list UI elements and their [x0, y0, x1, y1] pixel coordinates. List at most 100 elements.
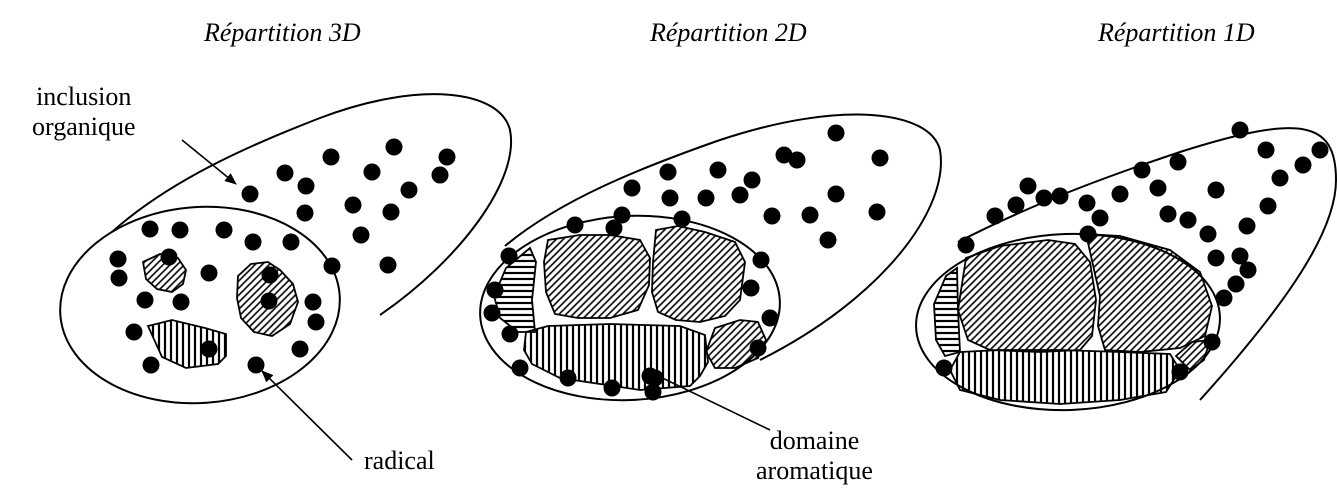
radical-dot [1092, 210, 1109, 227]
radical-dot [364, 164, 381, 181]
radical-dot [789, 152, 806, 169]
radical-dot [1239, 218, 1256, 235]
radical-dot [744, 172, 761, 189]
radical-dot [173, 294, 190, 311]
radical-dot [277, 165, 294, 182]
radical-dot [216, 222, 233, 239]
radical-dot [987, 208, 1004, 225]
radical-dot [1216, 290, 1233, 307]
radical-dot [1008, 197, 1025, 214]
radical-dot [292, 341, 309, 358]
radical-dot [502, 326, 519, 343]
radical-dot [1134, 162, 1151, 179]
radical-dot [1272, 170, 1289, 187]
panel-3d [54, 94, 512, 460]
radical-dot [305, 294, 322, 311]
radical-dot [262, 267, 279, 284]
radical-dot [201, 265, 218, 282]
radical-dot [1080, 226, 1097, 243]
radical-dot [245, 234, 262, 251]
radical-dot [512, 360, 529, 377]
radical-dot [604, 380, 621, 397]
radical-dot [743, 280, 760, 297]
radical-dot [1232, 122, 1249, 139]
radical-dot [1204, 334, 1221, 351]
radical-dot [958, 237, 975, 254]
radical-dot [487, 282, 504, 299]
radical-dot [1052, 188, 1069, 205]
radical-dot [753, 252, 770, 269]
radical-dot [439, 149, 456, 166]
radical-dot [732, 187, 749, 204]
aromatic-domain-2d-a [544, 235, 650, 318]
radical-dot [660, 164, 677, 181]
radical-dot [432, 167, 449, 184]
radical-dot [261, 293, 278, 310]
radical-dot [1200, 226, 1217, 243]
radical-dot [560, 370, 577, 387]
radical-dot [1260, 198, 1277, 215]
radical-dot [1180, 212, 1197, 229]
aromatic-domain-1d-a [958, 240, 1096, 352]
radical-dot [662, 190, 679, 207]
radical-dot [111, 270, 128, 287]
radical-dot [674, 211, 691, 228]
radical-dot [614, 207, 631, 224]
radical-dot [501, 248, 518, 265]
panel-2d [475, 115, 941, 430]
radical-dot [353, 227, 370, 244]
radical-dot [324, 258, 341, 275]
radical-dot [872, 150, 889, 167]
radical-dot [1208, 250, 1225, 267]
radical-dot [642, 368, 659, 385]
radical-dot [820, 232, 837, 249]
radical-dot [764, 208, 781, 225]
radical-dot [297, 205, 314, 222]
radical-dot [624, 180, 641, 197]
radical-dot [386, 139, 403, 156]
radical-dot [142, 221, 159, 238]
radical-dot [1258, 142, 1275, 159]
radical-dot [1240, 262, 1257, 279]
radical-dot [750, 340, 767, 357]
radical-dot [137, 292, 154, 309]
inner-ellipse-3d [54, 197, 347, 412]
radical-dot [762, 310, 779, 327]
radical-dot [1079, 195, 1096, 212]
radical-dot [936, 360, 953, 377]
radical-dot [1160, 206, 1177, 223]
radical-dot [1036, 190, 1053, 207]
radical-dot [1150, 180, 1167, 197]
radical-dot [1208, 182, 1225, 199]
radical-dot [110, 251, 127, 268]
radical-dot [1170, 154, 1187, 171]
radical-dot [172, 222, 189, 239]
radical-dot [828, 186, 845, 203]
radical-dot [380, 257, 397, 274]
radical-dot [283, 234, 300, 251]
radical-dot [1312, 142, 1329, 159]
radical-dot [1020, 178, 1037, 195]
radical-dot [126, 324, 143, 341]
radical-dot [308, 314, 325, 331]
radical-dot [242, 186, 259, 203]
radical-dot [567, 217, 584, 234]
radical-dot [698, 190, 715, 207]
radical-dot [1295, 157, 1312, 174]
radical-dot [161, 249, 178, 266]
radical-dot [248, 357, 265, 374]
radical-dot [401, 182, 418, 199]
radical-dot [1172, 364, 1189, 381]
radical-dot [869, 204, 886, 221]
radical-dot [1228, 276, 1245, 293]
aromatic-domain-1d-b [1086, 234, 1212, 352]
radical-dot [201, 341, 218, 358]
radical-dot [802, 207, 819, 224]
radical-dot [484, 305, 501, 322]
aromatic-domain-2d-b [652, 226, 745, 322]
radical-dot [1112, 186, 1129, 203]
radical-dot [828, 125, 845, 142]
panel-1d [913, 122, 1336, 416]
radical-dot [383, 204, 400, 221]
